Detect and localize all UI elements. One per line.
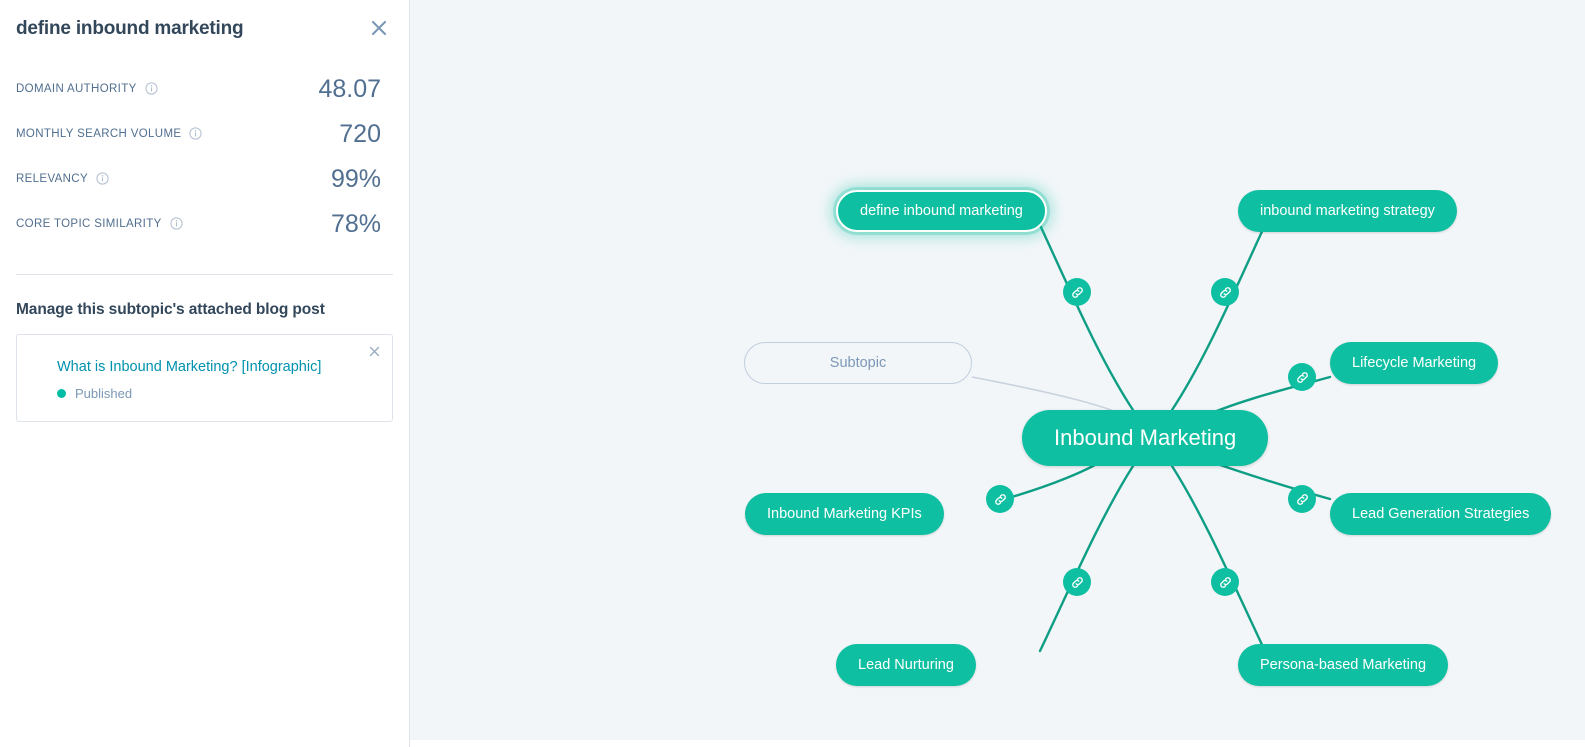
subtopic-details-panel: define inbound marketing DOMAIN AUTHORIT… (0, 0, 410, 747)
link-icon (1071, 576, 1083, 588)
metric-value: 720 (339, 119, 381, 148)
metric-label: CORE TOPIC SIMILARITY (16, 217, 162, 230)
info-icon[interactable] (189, 127, 203, 140)
metric-row-domain-authority: DOMAIN AUTHORITY 48.07 (16, 66, 381, 111)
mindmap-node-lifecycle-marketing[interactable]: Lifecycle Marketing (1330, 342, 1499, 384)
link-icon (1219, 286, 1231, 298)
close-icon (369, 346, 379, 356)
mindmap-node-lead-generation-strategies[interactable]: Lead Generation Strategies (1330, 493, 1552, 535)
node-label: Lead Generation Strategies (1352, 506, 1530, 522)
section-title-attached-blog-post: Manage this subtopic's attached blog pos… (16, 301, 325, 318)
panel-header: define inbound marketing (0, 0, 409, 42)
mindmap-node-inbound-marketing-strategy[interactable]: inbound marketing strategy (1238, 190, 1457, 232)
link-icon (1071, 286, 1083, 298)
metric-row-monthly-search-volume: MONTHLY SEARCH VOLUME 720 (16, 111, 381, 156)
metric-label: RELEVANCY (16, 172, 88, 185)
link-badge-define-inbound-marketing[interactable] (1063, 278, 1091, 306)
link-badge-inbound-marketing-strategy[interactable] (1211, 278, 1239, 306)
mindmap-node-lead-nurturing[interactable]: Lead Nurturing (836, 644, 976, 686)
edge-define-inbound-marketing (1038, 223, 1135, 412)
status-dot-icon (57, 389, 66, 398)
link-badge-lead-nurturing[interactable] (1063, 568, 1091, 596)
mindmap-node-persona-based-marketing[interactable]: Persona-based Marketing (1238, 644, 1449, 686)
info-icon[interactable] (96, 172, 109, 185)
panel-divider (16, 274, 393, 275)
blog-post-title-link[interactable]: What is Inbound Marketing? [Infographic] (57, 359, 322, 375)
placeholder-label: Subtopic (829, 355, 887, 371)
link-badge-inbound-marketing-kpis[interactable] (986, 485, 1014, 513)
metric-row-relevancy: RELEVANCY 99% (16, 156, 381, 201)
metric-row-core-topic-similarity: CORE TOPIC SIMILARITY 78% (16, 201, 381, 246)
node-label: Lifecycle Marketing (1352, 355, 1477, 371)
edge-inbound-marketing-strategy (1170, 223, 1267, 412)
node-label: inbound marketing strategy (1260, 203, 1435, 219)
node-label: Lead Nurturing (858, 657, 954, 673)
page-title: define inbound marketing (16, 18, 244, 39)
status-badge: Published (75, 386, 133, 401)
link-icon (1219, 576, 1231, 588)
link-badge-lead-generation-strategies[interactable] (1288, 485, 1316, 513)
info-icon[interactable] (169, 217, 183, 230)
remove-post-button[interactable] (366, 343, 382, 359)
mindmap-node-inbound-marketing-kpis[interactable]: Inbound Marketing KPIs (745, 493, 944, 535)
close-panel-button[interactable] (365, 14, 393, 42)
info-icon[interactable] (145, 82, 158, 95)
close-icon (371, 20, 387, 36)
mindmap-node-subtopic-placeholder[interactable]: Subtopic (744, 342, 972, 384)
node-label: define inbound marketing (860, 203, 1023, 219)
edge-lead-nurturing (1038, 464, 1135, 653)
attached-blog-post-card: What is Inbound Marketing? [Infographic]… (16, 334, 393, 422)
center-node-label: Inbound Marketing (1054, 425, 1237, 450)
metric-label: DOMAIN AUTHORITY (16, 82, 137, 95)
node-label: Inbound Marketing KPIs (767, 506, 922, 522)
edge-persona-based-marketing (1170, 464, 1267, 653)
link-icon (994, 493, 1006, 505)
mindmap-center-node[interactable]: Inbound Marketing (1022, 410, 1269, 466)
link-badge-persona-based-marketing[interactable] (1211, 568, 1239, 596)
metric-value: 48.07 (318, 74, 381, 103)
mindmap-node-define-inbound-marketing[interactable]: define inbound marketing (836, 190, 1047, 232)
metric-value: 99% (330, 164, 381, 193)
link-icon (1296, 371, 1308, 383)
metrics-list: DOMAIN AUTHORITY 48.07 MONTHLY SEARCH VO… (0, 66, 409, 246)
mindmap-canvas-area: Inbound Marketing define inbound marketi… (410, 0, 1585, 747)
node-label: Persona-based Marketing (1260, 657, 1427, 673)
link-icon (1296, 493, 1308, 505)
metric-value: 78% (330, 209, 381, 238)
link-badge-lifecycle-marketing[interactable] (1288, 363, 1316, 391)
metric-label: MONTHLY SEARCH VOLUME (16, 127, 182, 140)
blog-post-status: Published (37, 386, 372, 401)
mindmap-canvas[interactable]: Inbound Marketing define inbound marketi… (410, 0, 1585, 740)
